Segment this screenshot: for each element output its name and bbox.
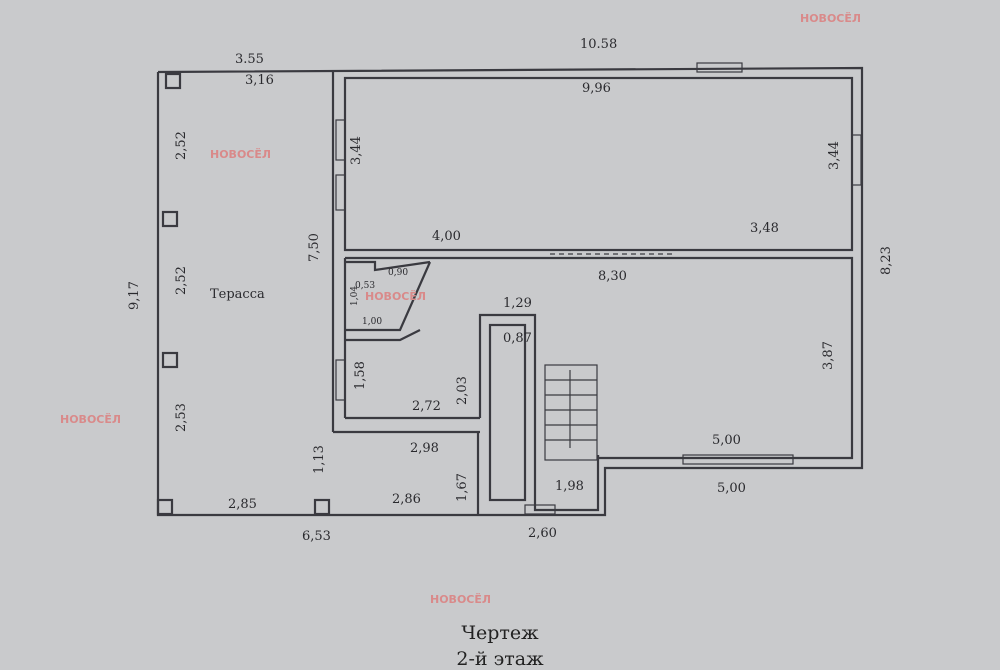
dim: 2,72 [412, 399, 441, 414]
room-label-terrace: Терасса [210, 287, 265, 302]
dim: 1,29 [503, 296, 532, 311]
watermark-logo: НОВОСЁЛ [210, 147, 271, 161]
dim: 3,16 [245, 73, 274, 88]
dim: 5,00 [712, 433, 741, 448]
dim: 2,52 [174, 131, 189, 160]
dim: 1,00 [362, 317, 382, 327]
stairs [544, 364, 598, 461]
dim: 1,13 [312, 445, 327, 474]
dim: 3,44 [349, 136, 364, 165]
drawing-title: Чертеж [461, 622, 539, 644]
dim: 2,86 [392, 492, 421, 507]
dim: 9,96 [582, 81, 611, 96]
dimension-labels: 3.55 3,16 10.58 9,96 9,17 2,52 2,52 2,53… [127, 37, 894, 544]
watermark-logo: НОВОСЁЛ [365, 289, 426, 303]
dim: 7,50 [307, 233, 322, 262]
dim: 0,53 [355, 281, 375, 291]
dim: 2,98 [410, 441, 439, 456]
columns [156, 72, 331, 516]
dim: 2,53 [174, 403, 189, 432]
dim-top-left: 3.55 [235, 52, 264, 67]
watermarks: НОВОСЁЛ НОВОСЁЛ НОВОСЁЛ НОВОСЁЛ НОВОСЁЛ [60, 11, 861, 606]
dim: 3,44 [827, 141, 842, 170]
dim: 0,90 [388, 268, 408, 278]
dim: 8,30 [598, 269, 627, 284]
dim: 3,87 [821, 341, 836, 370]
watermark-logo: НОВОСЁЛ [60, 412, 121, 426]
drawing-subtitle: 2-й этаж [456, 648, 544, 670]
dim: 0,87 [503, 331, 532, 346]
dim: 2,03 [455, 376, 470, 405]
watermark-logo: НОВОСЁЛ [800, 11, 861, 25]
dim: 3,48 [750, 221, 779, 236]
dim: 9,17 [127, 281, 142, 310]
dim: 2,60 [528, 526, 557, 541]
dim: 1,67 [455, 473, 470, 502]
dim: 4,00 [432, 229, 461, 244]
dim: 1,58 [353, 361, 368, 390]
dim: 6,53 [302, 529, 331, 544]
dim: 2,52 [174, 266, 189, 295]
watermark-logo: НОВОСЁЛ [430, 592, 491, 606]
dim: 1,04 [350, 286, 360, 306]
dim: 1,98 [555, 479, 584, 494]
dim: 8,23 [879, 246, 894, 275]
dim: 5,00 [717, 481, 746, 496]
dim-top-total: 10.58 [580, 37, 617, 52]
windows [335, 62, 862, 515]
dim: 2,85 [228, 497, 257, 512]
